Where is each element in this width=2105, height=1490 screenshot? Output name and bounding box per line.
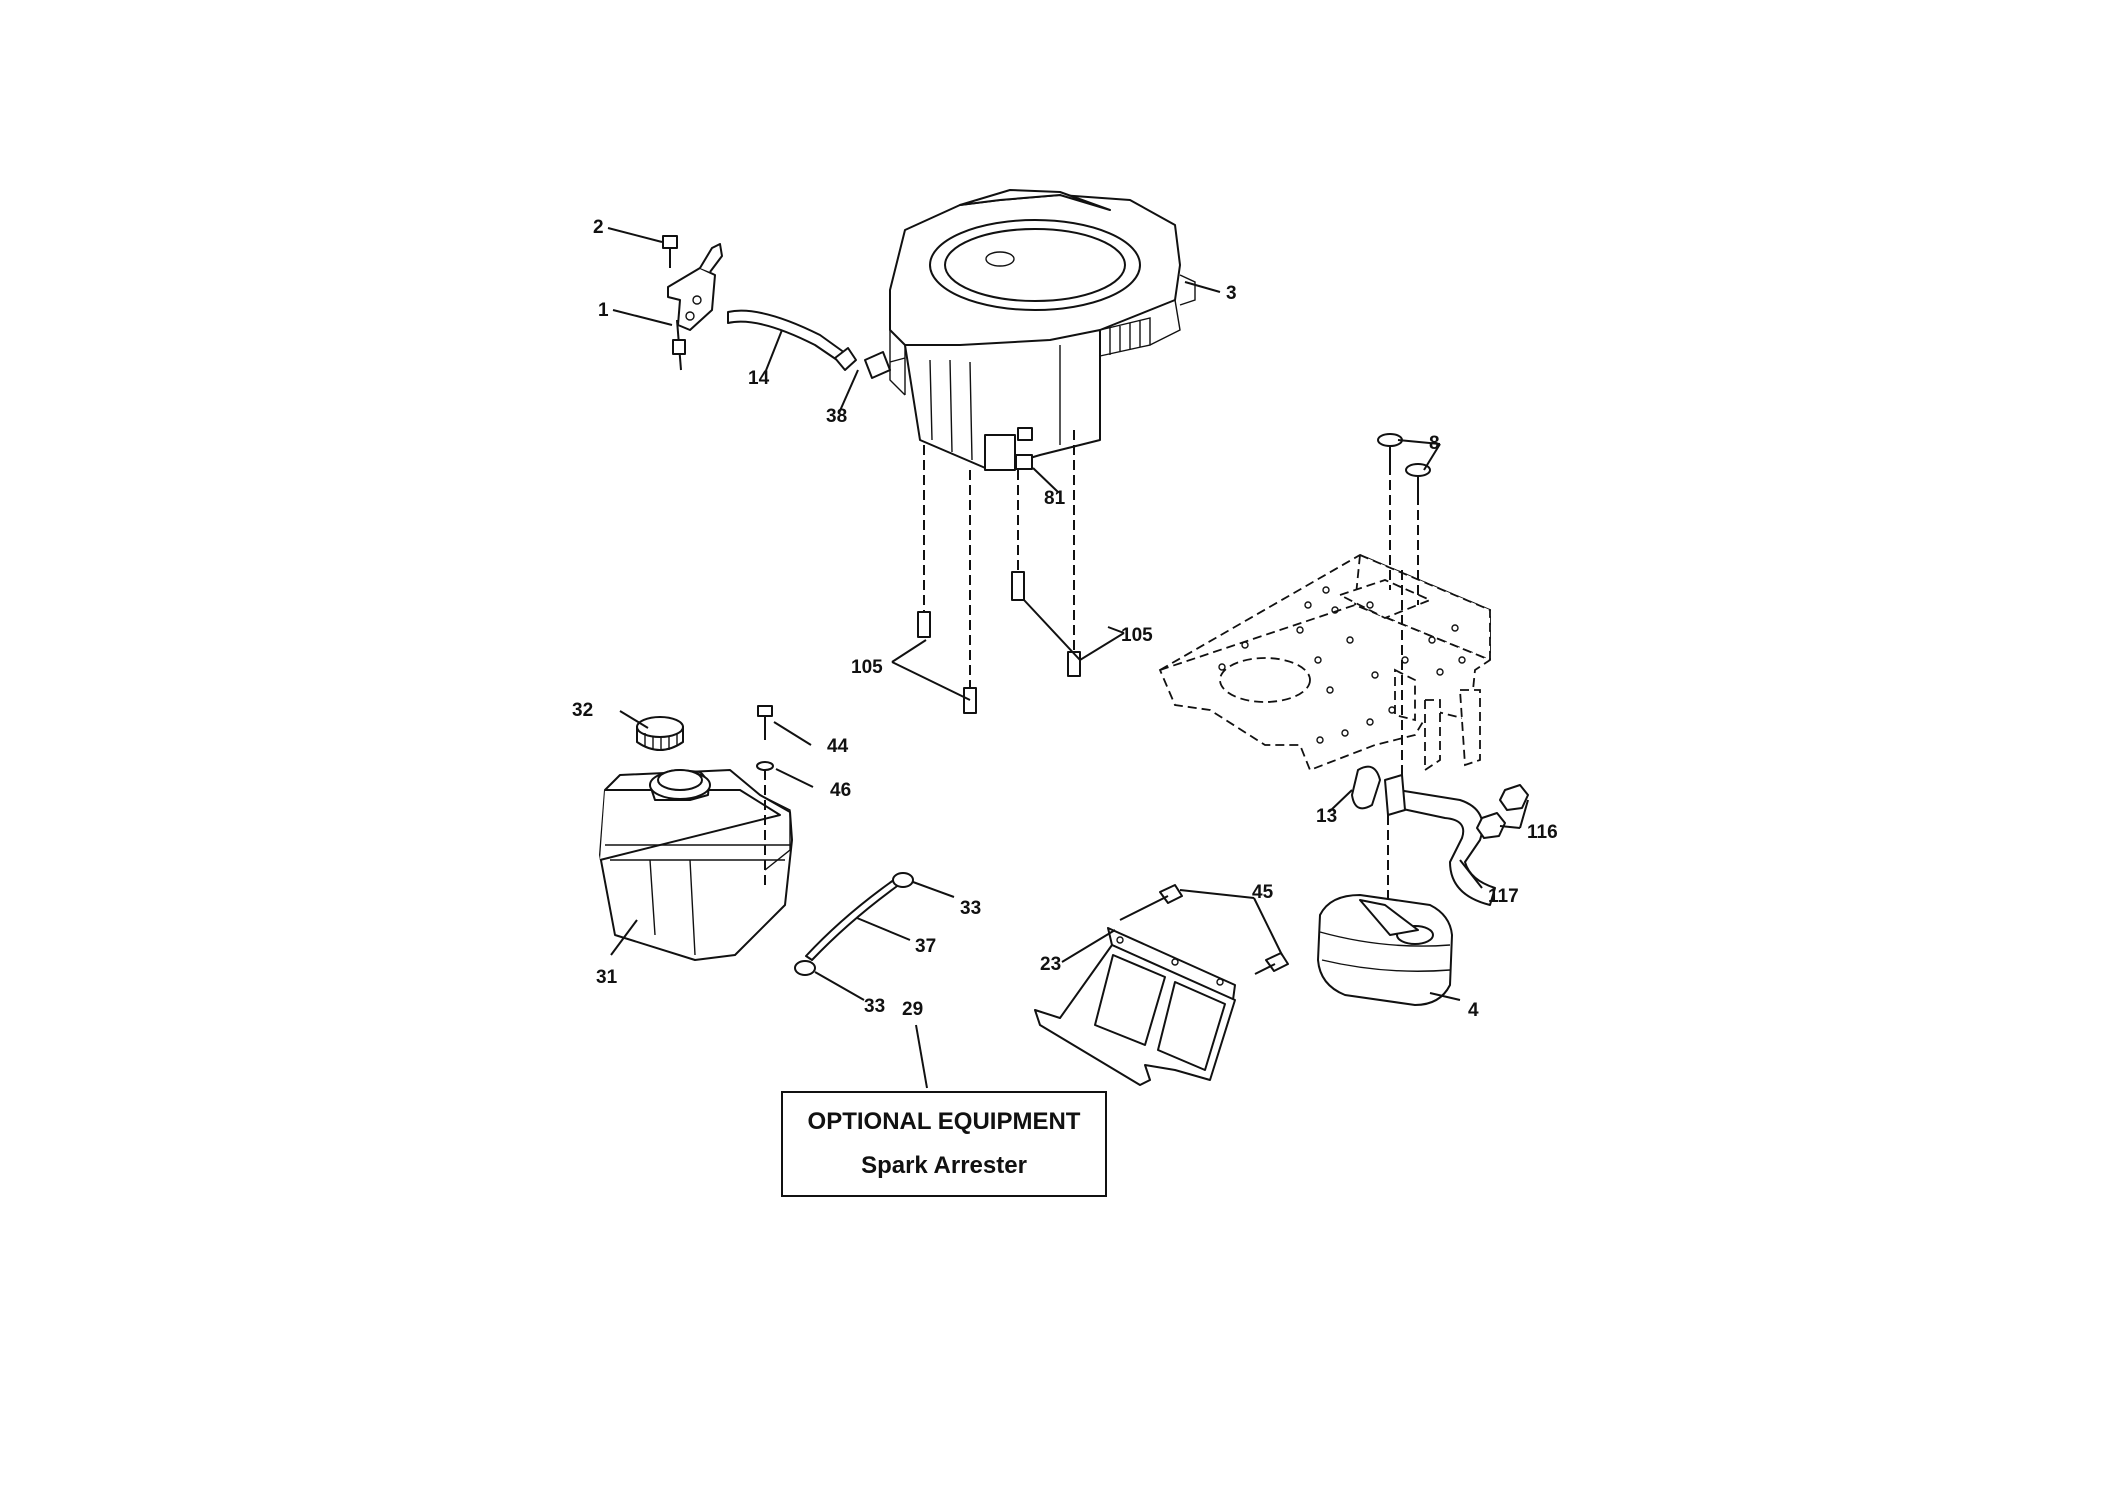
part-labels: 2 1 3 14 38 81 8 105 105 32 44 46 31 33 … [572,217,1558,1021]
label-part-37: 37 [915,936,936,957]
label-part-105-right: 105 [1121,625,1153,646]
exhaust-nuts [1476,784,1529,839]
fuel-hose [794,872,914,976]
label-part-8: 8 [1429,433,1440,454]
label-part-2: 2 [593,217,604,238]
heat-shield [1034,927,1236,1086]
label-part-117: 117 [1488,886,1519,907]
optional-equipment-note: OPTIONAL EQUIPMENT Spark Arrester [781,1091,1107,1197]
label-part-14: 14 [748,368,770,389]
label-part-38: 38 [826,406,847,427]
label-part-32: 32 [572,700,593,721]
note-item: Spark Arrester [861,1152,1027,1179]
label-part-23: 23 [1040,954,1061,975]
label-part-4: 4 [1468,1000,1479,1021]
label-part-31: 31 [596,967,618,988]
label-part-33-top: 33 [960,898,981,919]
label-part-116: 116 [1527,822,1558,843]
label-part-29: 29 [902,999,923,1020]
tank-bolt [756,705,774,885]
label-part-105-left: 105 [851,657,883,678]
label-part-44: 44 [827,736,849,757]
label-part-46: 46 [830,780,851,801]
label-part-3: 3 [1226,283,1237,304]
label-part-45: 45 [1252,882,1274,903]
label-part-1: 1 [598,300,609,321]
throttle-control [662,235,723,371]
frame-bolts [1377,433,1431,605]
fuel-tank [599,769,793,961]
muffler [1317,894,1453,1006]
label-part-13: 13 [1316,806,1337,827]
fuel-cap [636,716,684,751]
fuel-line [727,309,906,379]
mounting-bolts [917,571,1081,714]
engine-assembly [889,189,1196,690]
drain-plug [1015,427,1033,470]
chassis-plate [1158,553,1491,772]
note-heading: OPTIONAL EQUIPMENT [807,1108,1081,1135]
label-part-81: 81 [1044,488,1066,509]
label-part-33-bottom: 33 [864,996,885,1017]
shield-bolts [1119,884,1289,975]
leader-lines [607,227,1529,1089]
